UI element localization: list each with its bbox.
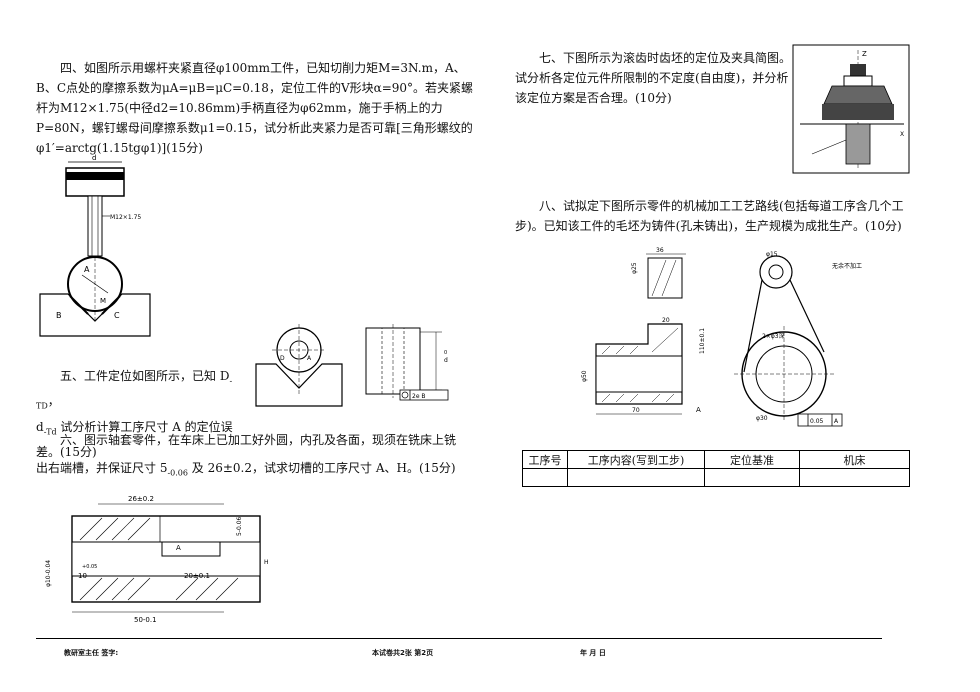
table-cell[interactable] xyxy=(567,468,705,487)
q6-dim-5: 5-0.06 xyxy=(236,516,243,536)
q8-figure-section: 36 φ25 20 φ50 110±0.1 70 A xyxy=(576,244,726,424)
q5-label-d: d xyxy=(444,357,448,364)
q8-dim-phi25: φ25 xyxy=(631,262,638,274)
q8-dim-phi30: φ30 xyxy=(756,415,768,422)
table-header-row: 工序号 工序内容(写到工步) 定位基准 机床 xyxy=(522,450,910,469)
q5-figure: D A d 0 2e B xyxy=(252,322,492,418)
q6-dim-26: 26±0.2 xyxy=(128,495,154,503)
table-cell[interactable] xyxy=(704,468,800,487)
q4-label-B: B xyxy=(56,311,62,320)
q4-label-C: C xyxy=(114,311,120,320)
q6-dim-20: 20±0.1 xyxy=(184,572,210,580)
q8-dim-20: 20 xyxy=(662,317,670,324)
table-row xyxy=(522,468,910,487)
q6-figure: 26±0.2 A 5-0.06 φ10-0.04 10 +0.05 20±0.1… xyxy=(36,492,276,627)
table-header-step: 工序号 xyxy=(522,450,568,469)
table-header-datum: 定位基准 xyxy=(704,450,800,469)
q4-figure: d M12×1.75 A B C M xyxy=(30,150,180,340)
q7-figure: Z X xyxy=(792,44,910,174)
process-table: 工序号 工序内容(写到工步) 定位基准 机床 xyxy=(522,450,910,487)
q4-text: 四、如图所示用螺杆夹紧直径φ100mm工件，已知切削力矩M=3N.m，A、B、C… xyxy=(36,61,474,155)
q7-label-z: Z xyxy=(862,50,867,58)
q8-text: 八、试拟定下图所示零件的机械加工工艺路线(包括每道工序含几个工步)。已知该工件的… xyxy=(515,199,904,233)
table-cell[interactable] xyxy=(799,468,910,487)
q5-tolerance-frame: 2e B xyxy=(412,393,426,400)
q7-text: 七、下图所示为滚齿时齿坯的定位及夹具简图。试分析各定位元件所限制的不定度(自由度… xyxy=(515,51,792,105)
q4-label-thread: M12×1.75 xyxy=(110,214,141,221)
q6-label-A: A xyxy=(176,544,181,552)
q5-label-D: D xyxy=(280,355,285,362)
q4-label-d: d xyxy=(92,154,96,162)
footer-divider xyxy=(36,638,882,639)
q8-dim-phi50: φ50 xyxy=(581,370,588,382)
q5-label-A: A xyxy=(307,355,312,362)
table-cell[interactable] xyxy=(522,468,568,487)
q8-dim-36: 36 xyxy=(656,247,664,254)
q8-dim-phi15: φ15 xyxy=(766,251,778,258)
q5-label-sup: 0 xyxy=(444,350,447,356)
table-header-content: 工序内容(写到工步) xyxy=(567,450,705,469)
footer-date: 年 月 日 xyxy=(580,649,606,657)
q8-dim-hole: 2×φ3深 xyxy=(762,332,785,340)
q6-dim-10: 10 xyxy=(78,572,87,580)
q4-label-M: M xyxy=(100,297,106,305)
q5-text: 五、工件定位如图所示，已知 D-TD， d-Td 试分析计算工序尺寸 A 的定位… xyxy=(36,369,233,460)
q6-label-H: H xyxy=(264,559,269,566)
q4-label-A: A xyxy=(84,265,90,274)
q8-note: 无余不加工 xyxy=(832,262,862,270)
q8-dim-70: 70 xyxy=(632,407,640,414)
q8-tolerance-value: 0.05 xyxy=(810,418,824,425)
q8-dim-110: 110±0.1 xyxy=(699,328,706,354)
footer-signature: 教研室主任 签字: xyxy=(64,649,119,657)
q8-label-A: A xyxy=(696,406,701,414)
table-header-machine: 机床 xyxy=(799,450,910,469)
q6-dim-50: 50-0.1 xyxy=(134,616,157,624)
q8-figure-front: φ15 无余不加工 2×φ3深 φ30 0.05 A xyxy=(726,244,906,434)
q6-dim-phi10: φ10-0.04 xyxy=(45,560,52,587)
q8-tolerance-datum: A xyxy=(834,418,839,425)
q6-text: 六、图示轴套零件，在车床上已加工好外圆，内孔及各面，现须在铣床上铣 出右端槽，并… xyxy=(36,433,457,478)
q7-label-x: X xyxy=(900,131,904,138)
footer-page-info: 本试卷共2张 第2页 xyxy=(372,649,434,657)
q6-dim-10-tol: +0.05 xyxy=(82,564,97,570)
